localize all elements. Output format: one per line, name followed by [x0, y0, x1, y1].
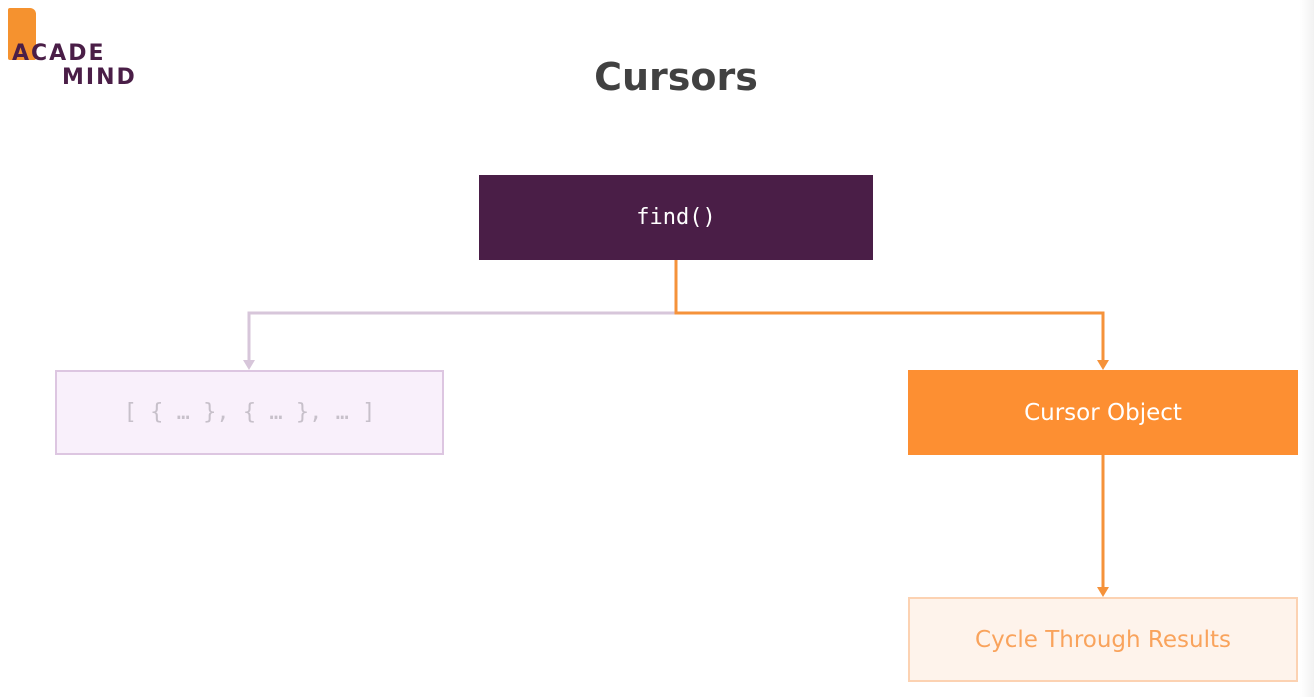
logo-text-line-2: MIND: [62, 65, 137, 90]
array-node: [ { … }, { … }, … ]: [55, 370, 444, 455]
cycle-results-label: Cycle Through Results: [975, 626, 1231, 653]
cycle-results-node: Cycle Through Results: [908, 597, 1298, 682]
right-edge-shade: [1300, 0, 1314, 697]
find-node: find(): [479, 175, 873, 260]
connector-to-array: [247, 311, 676, 362]
cursor-object-node: Cursor Object: [908, 370, 1298, 455]
logo-text-line-1: ACADE: [12, 41, 106, 66]
cursor-object-label: Cursor Object: [1024, 399, 1182, 426]
array-node-label: [ { … }, { … }, … ]: [123, 400, 376, 425]
academind-logo: ACADE MIND: [0, 8, 150, 98]
arrow-to-cycle-icon: [1097, 587, 1109, 597]
arrow-to-cursor-icon: [1097, 360, 1109, 370]
find-node-label: find(): [636, 205, 716, 230]
slide-title: Cursors: [594, 55, 758, 99]
logo-bookmark-icon: [8, 8, 36, 60]
connector-to-cursor: [674, 260, 1105, 362]
arrow-to-array-icon: [243, 360, 255, 370]
